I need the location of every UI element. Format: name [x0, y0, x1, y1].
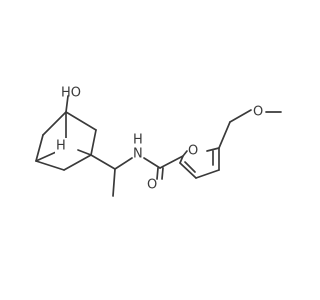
bond: [218, 121, 231, 149]
bond: [63, 154, 92, 171]
bond: [179, 155, 184, 164]
bond: [77, 149, 92, 156]
atom-hydroxyl: HO: [61, 86, 81, 101]
atom-label-ho: HO: [61, 86, 81, 101]
bond-ch-n: [114, 157, 133, 170]
bond: [182, 150, 188, 157]
bond: [206, 147, 220, 152]
atom-ether-o: O: [253, 105, 263, 120]
bond: [65, 111, 97, 131]
atom-label-n: N: [133, 147, 143, 162]
bond: [35, 160, 65, 171]
atom-furan-o: O: [188, 144, 198, 159]
bond: [195, 169, 220, 179]
atom-label-nh: H: [133, 133, 143, 148]
atom-label-o: O: [188, 144, 198, 159]
atom-label-o: O: [147, 178, 157, 193]
molecule-structure: HO H N H O O O: [35, 86, 282, 197]
molecule-canvas: HO H N H O O O: [35, 85, 282, 197]
adamantane-cage: [35, 111, 97, 171]
atom-label-h: H: [56, 139, 66, 154]
atom-carbonyl-o: O: [147, 178, 157, 193]
bond: [229, 109, 252, 123]
atom-bridgehead-h: H: [55, 138, 67, 154]
bond-inner: [184, 161, 196, 173]
bond-c-o-double-1: [156, 167, 159, 180]
bond: [42, 111, 67, 136]
atom-label-o: O: [253, 105, 263, 120]
bond: [90, 129, 97, 156]
bond: [179, 162, 197, 179]
bond-c-oh: [65, 95, 69, 113]
bond-n-co: [143, 157, 161, 169]
bond-co-furan: [159, 155, 184, 169]
bond-methyl: [112, 168, 116, 197]
bond-c-o-double-2: [161, 167, 164, 180]
bond: [90, 154, 116, 170]
atom-amide-n: N H: [133, 133, 143, 162]
bond: [35, 134, 44, 162]
furan-ring: [179, 147, 220, 179]
